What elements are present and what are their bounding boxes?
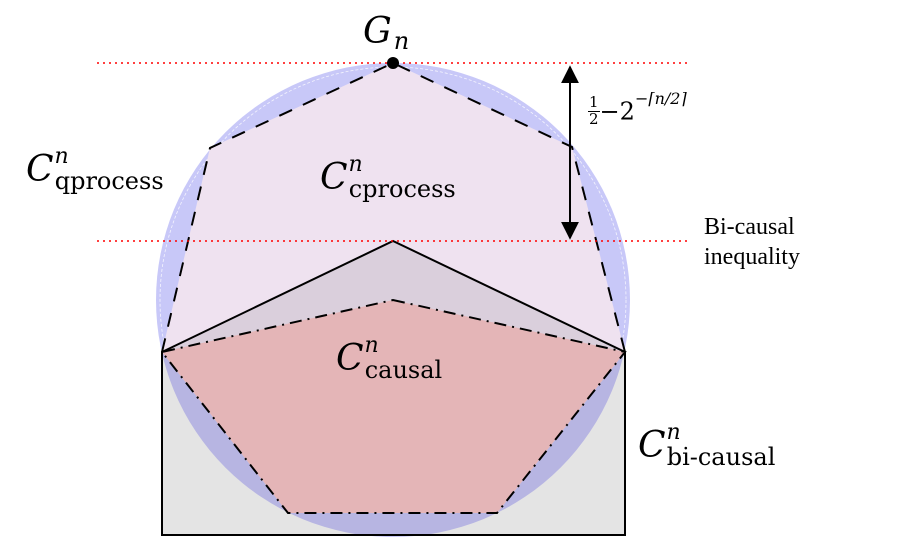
cprocess-dashed-outline [161,61,626,353]
cprocess-label-sub: cprocess [348,175,456,203]
gn-label-main: G [363,11,392,52]
gap-exponent: −⌈n/2⌉ [634,89,687,108]
cprocess-label-sup: n [348,152,363,177]
gn-label-sub: n [393,27,410,55]
causal-label-sup: n [364,333,379,358]
cprocess-label: Cncprocess [320,154,456,202]
qprocess-label-sup: n [54,144,69,169]
gap-rest: −2 [599,97,635,126]
qprocess-label: Cnqprocess [26,146,164,194]
causal-label-main: C [336,338,364,379]
gap-fraction: 1 2 [588,93,600,128]
bicausal-outline [161,239,626,536]
bicausal-label-sup: n [666,420,681,445]
inequality-label-line2: inequality [704,244,800,270]
causal-label: Cncausal [336,335,442,383]
causal-label-sub: causal [364,356,443,384]
gn-point [387,57,399,69]
qprocess-label-main: C [26,149,54,190]
causal-dashdot-outline [160,298,627,514]
gn-label: Gn [363,11,409,54]
cprocess-label-main: C [320,157,348,198]
qprocess-label-sub: qprocess [54,167,164,195]
bicausal-label-main: C [638,425,666,466]
gap-label: 1 2 −2−⌈n/2⌉ [588,91,687,128]
gap-fraction-num: 1 [588,93,600,112]
gap-fraction-den: 2 [589,109,599,128]
inequality-label: Bi-causal inequality [704,212,800,272]
causal-polytope [162,300,625,513]
inequality-label-line1: Bi-causal [704,214,795,240]
bicausal-label-sub: bi-causal [666,443,776,471]
bicausal-label: Cnbi-causal [638,422,775,470]
